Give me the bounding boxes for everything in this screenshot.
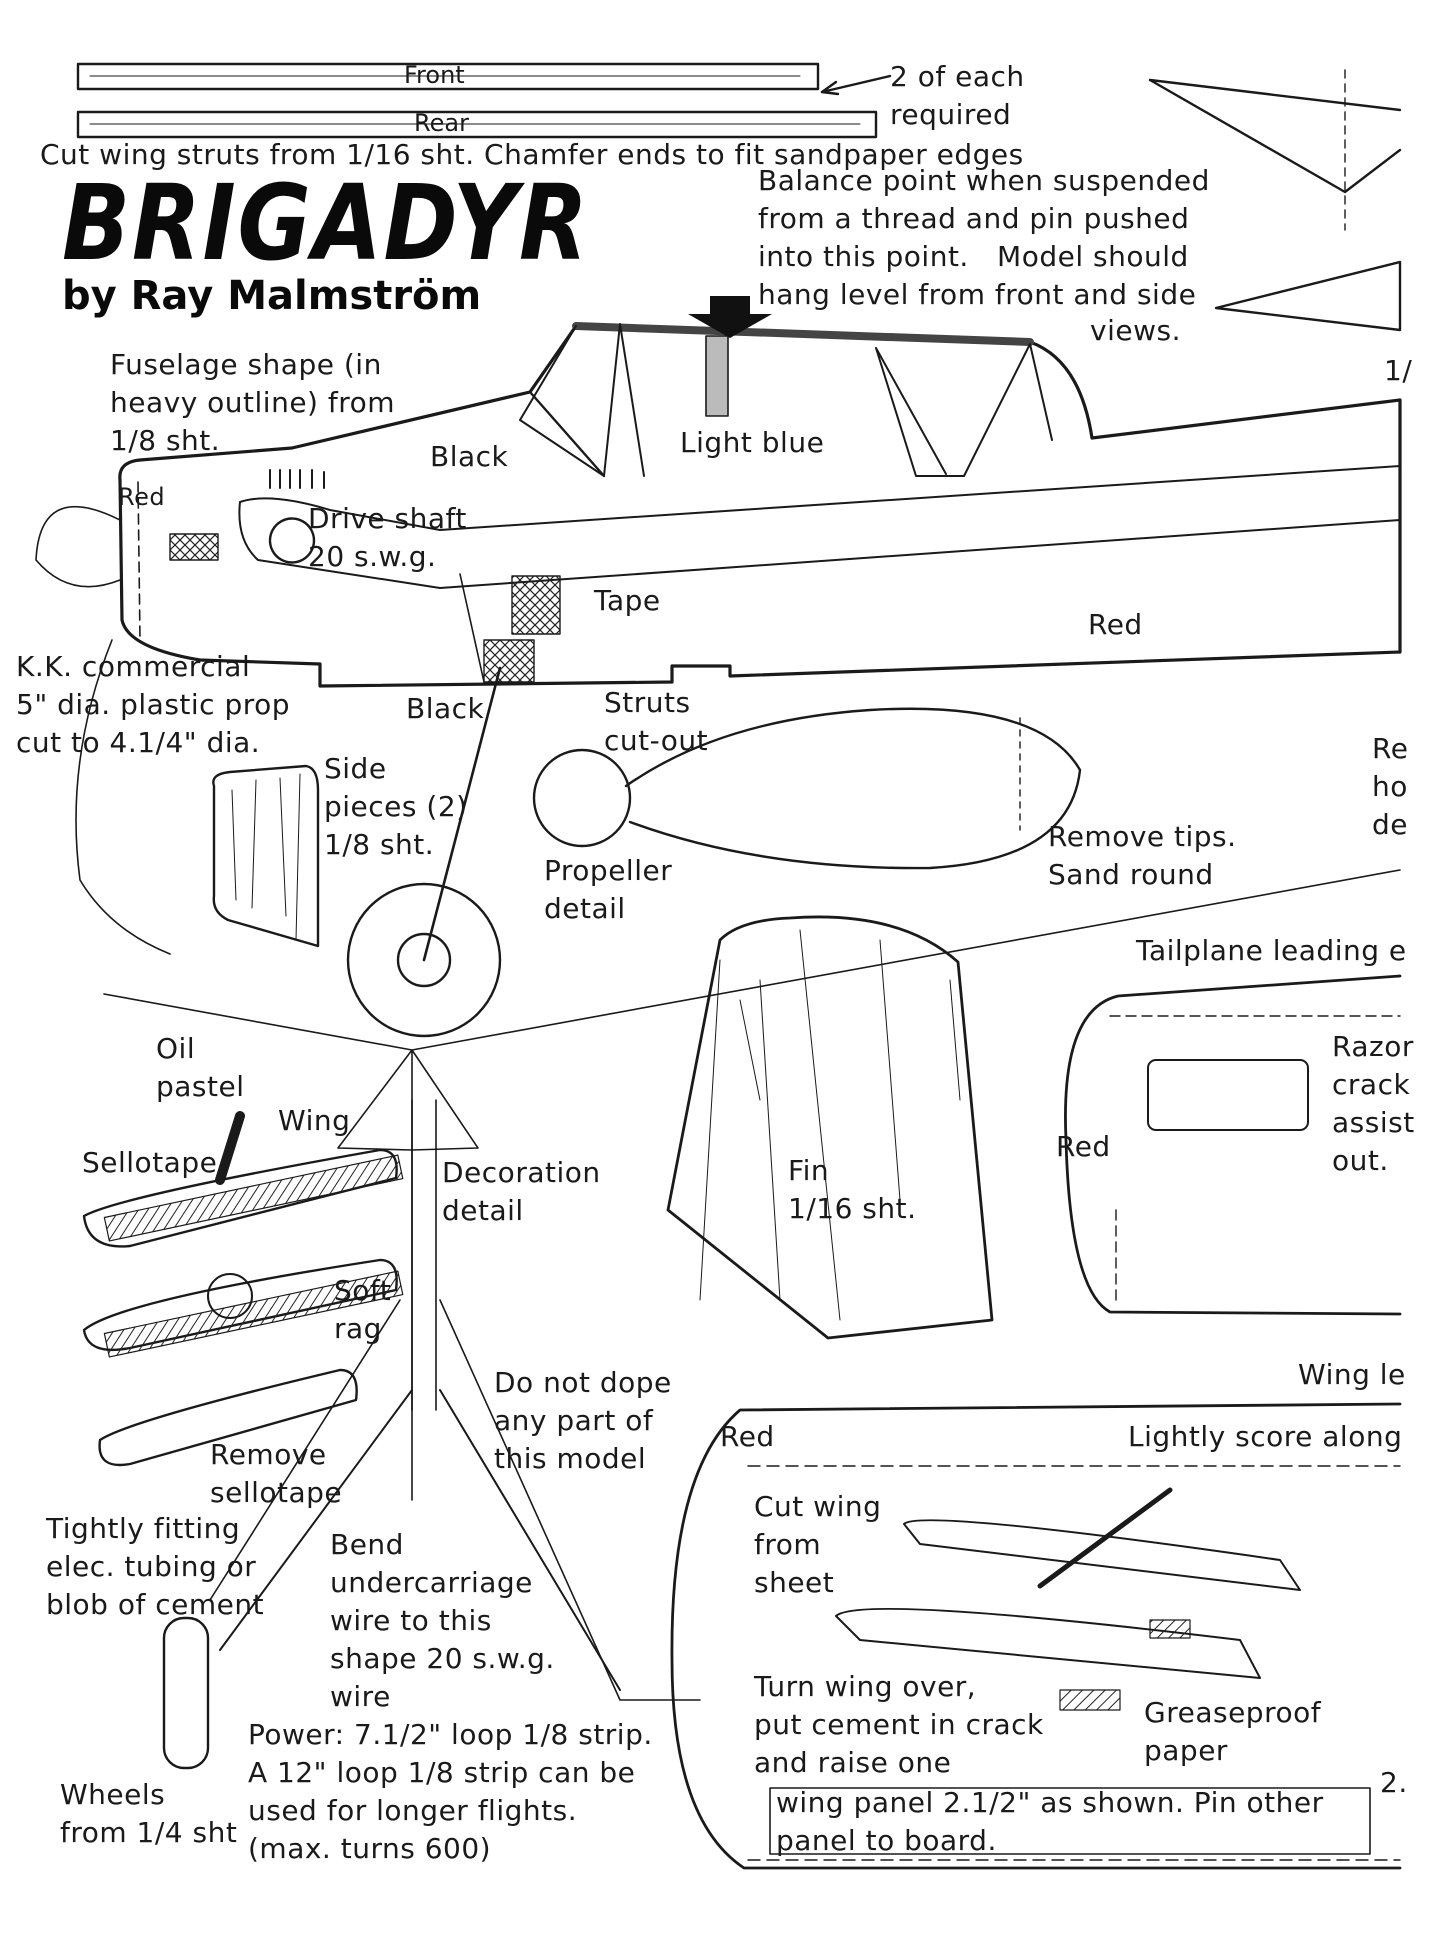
cut-struts-note: Cut wing struts from 1/16 sht. Chamfer e… <box>40 138 1024 171</box>
views-note: views. <box>1090 314 1181 347</box>
wheels-note: Wheels from 1/4 sht <box>60 1778 238 1849</box>
balance-note: Balance point when suspended from a thre… <box>758 164 1210 311</box>
front-strut-strip <box>76 62 820 91</box>
wing-cut-panel <box>670 1402 1402 1870</box>
side-pieces-note: Side pieces (2) 1/8 sht. <box>324 752 468 861</box>
wheel-side <box>162 1616 210 1770</box>
cut-wing-note: Cut wing from sheet <box>754 1490 882 1599</box>
decoration-detail-note: Decoration detail <box>442 1156 601 1227</box>
drive-shaft-note: Drive shaft 20 s.w.g. <box>308 502 467 573</box>
undercarriage-wire <box>219 1389 621 1691</box>
front-label: Front <box>404 61 465 89</box>
kk-prop-note: K.K. commercial 5" dia. plastic prop cut… <box>16 650 291 759</box>
wing-note: Wing <box>278 1104 351 1137</box>
bend-undercarriage-note: Bend undercarriage wire to this shape 20… <box>330 1528 555 1713</box>
wing-sellotape-sketch <box>82 1148 398 1248</box>
do-not-dope-note: Do not dope any part of this model <box>494 1366 672 1475</box>
fuselage-side-view <box>118 322 1402 688</box>
fin-note: Fin 1/16 sht. <box>788 1154 917 1225</box>
fin <box>666 915 994 1340</box>
rear-label: Rear <box>414 109 469 137</box>
edge-note-1: 1/ <box>1384 354 1413 387</box>
tailplane-panel <box>1064 974 1402 1316</box>
tailplane-leading-note: Tailplane leading e <box>1136 934 1407 967</box>
light-blue-note: Light blue <box>680 426 825 459</box>
wing-le-note: Wing le <box>1298 1358 1406 1391</box>
propeller-front <box>35 505 171 955</box>
remove-sellotape-note: Remove sellotape <box>210 1438 343 1509</box>
wing-panel-note: wing panel 2.1/2" as shown. Pin other pa… <box>776 1786 1324 1857</box>
balance-arrow-icon <box>688 296 772 338</box>
greaseproof-note: Greaseproof paper <box>1144 1696 1322 1767</box>
black-bottom-note: Black <box>406 692 485 725</box>
red-nose-note: Red <box>118 483 166 511</box>
red-tail-note: Red <box>1056 1130 1111 1163</box>
main-wheel <box>346 882 502 1038</box>
wing-plan-fragment <box>1148 78 1402 194</box>
black-top-note: Black <box>430 440 509 473</box>
plan-author: by Ray Malmström <box>62 273 482 319</box>
power-note: Power: 7.1/2" loop 1/8 strip. A 12" loop… <box>248 1718 653 1865</box>
razor-blade-icon <box>1147 1059 1309 1131</box>
right-edge-note: Re ho de <box>1372 732 1409 841</box>
struts-cutout-note: Struts cut-out <box>604 686 709 757</box>
red-fuselage-note: Red <box>1088 608 1143 641</box>
sellotape-note: Sellotape <box>82 1146 218 1179</box>
tightly-fitting-note: Tightly fitting elec. tubing or blob of … <box>46 1512 265 1621</box>
razor-note: Razor crack assist out. <box>1332 1030 1415 1177</box>
rear-strut-strip <box>76 110 878 139</box>
edge-note-2: 2. <box>1380 1766 1408 1799</box>
red-wing-note: Red <box>720 1420 775 1453</box>
two-each-note: 2 of each required <box>890 60 1025 131</box>
fuselage-shape-note: Fuselage shape (in heavy outline) from 1… <box>110 348 396 457</box>
tape-note: Tape <box>594 584 661 617</box>
remove-tips-note: Remove tips. Sand round <box>1048 820 1237 891</box>
propeller-detail <box>532 707 1082 870</box>
turn-wing-note: Turn wing over, put cement in crack and … <box>754 1670 1044 1779</box>
soft-rag-note: Soft rag <box>334 1274 392 1345</box>
propeller-detail-note: Propeller detail <box>544 854 673 925</box>
side-piece <box>212 764 320 948</box>
lightly-score-note: Lightly score along <box>1128 1420 1403 1453</box>
oil-pastel-note: Oil pastel <box>156 1032 245 1103</box>
plan-title: BRIGADYR <box>62 162 590 284</box>
